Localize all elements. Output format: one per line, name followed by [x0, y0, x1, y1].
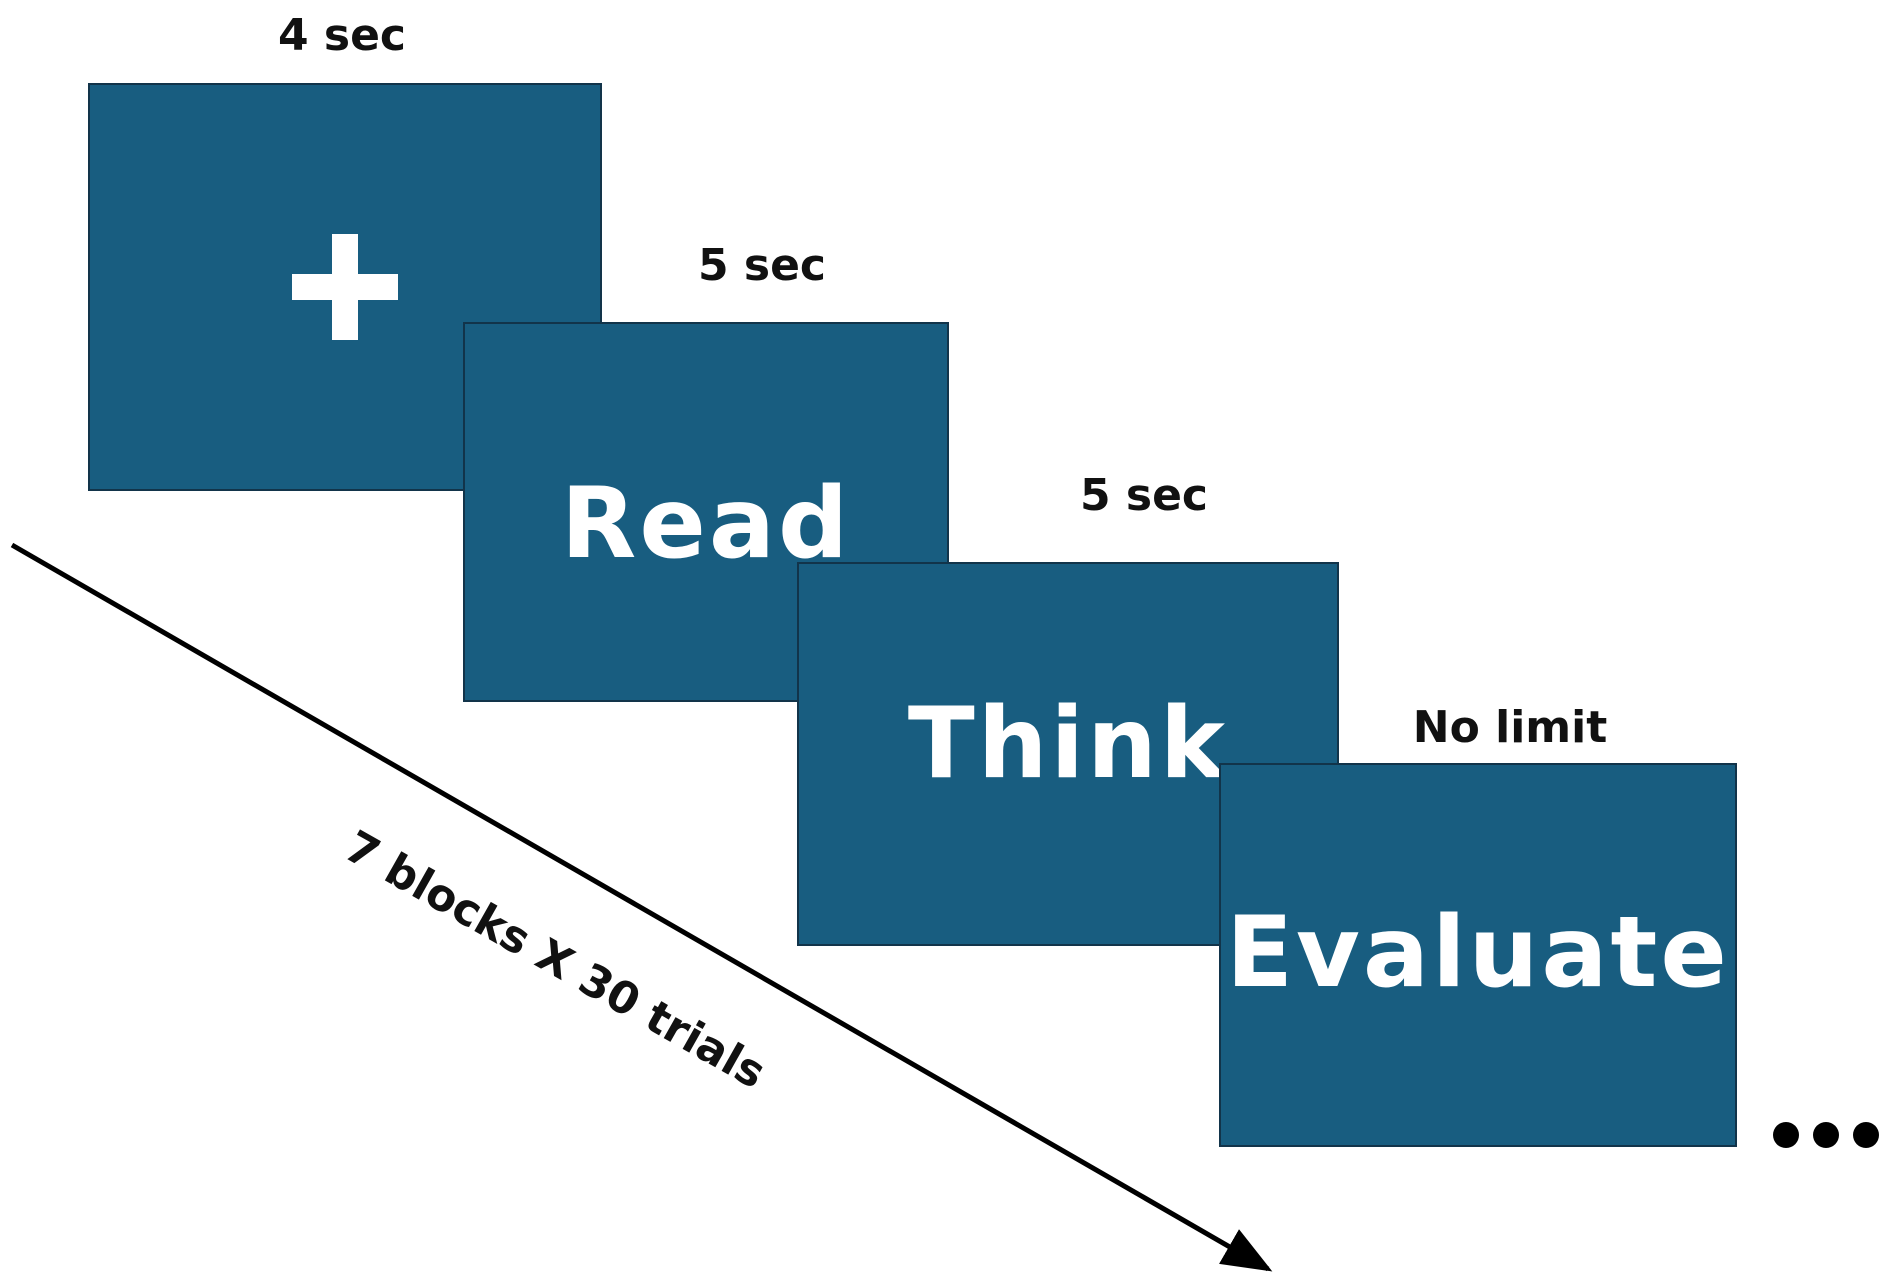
duration-label-think: 5 sec	[1079, 470, 1209, 521]
duration-label-evaluate: No limit	[1412, 702, 1608, 753]
think-screen-label: Think	[907, 687, 1229, 801]
read-screen-label: Read	[560, 467, 852, 581]
evaluate-screen: Evaluate	[1219, 763, 1737, 1147]
plus-icon	[292, 234, 398, 340]
evaluate-screen-label: Evaluate	[1226, 896, 1730, 1010]
timeline-label: 7 blocks X 30 trials	[336, 821, 775, 1099]
ellipsis-icon	[1773, 1122, 1879, 1148]
read-screen: Read	[463, 322, 949, 702]
duration-label-read: 5 sec	[697, 240, 827, 291]
duration-label-fixation: 4 sec	[277, 10, 407, 61]
